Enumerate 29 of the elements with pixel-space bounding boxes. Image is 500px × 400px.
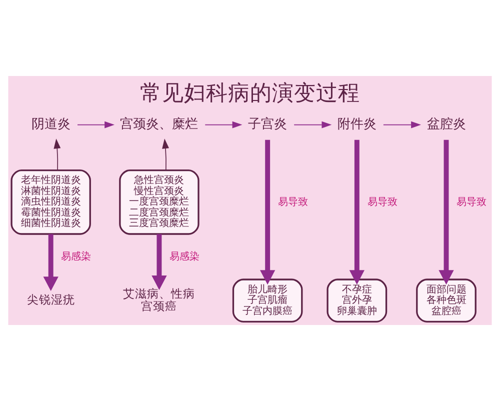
arrow xyxy=(162,138,169,170)
node-text: 盆腔炎 xyxy=(426,116,466,132)
arrow xyxy=(77,120,114,128)
node-text: 阴道炎 xyxy=(31,116,70,132)
arrow xyxy=(43,234,58,291)
edge-label: 易导致 xyxy=(367,196,398,208)
node-box: 胎儿畸形 子宫肌瘤 子宫内膜癌 xyxy=(232,278,303,322)
node-text: 尖锐湿疣 xyxy=(26,292,75,306)
node-box: 急性宫颈炎 慢性宫颈炎 一度宫颈糜烂 二度宫颈糜烂 三度宫颈糜烂 xyxy=(119,168,200,234)
node-text: 宫颈炎、糜烂 xyxy=(120,116,198,132)
arrow xyxy=(349,139,364,284)
arrow xyxy=(54,138,61,170)
node-box: 老年性阴道炎 淋菌性阴道炎 滴虫性阴道炎 霉菌性阴道炎 细菌性阴道炎 xyxy=(10,168,91,234)
edge-label: 易感染 xyxy=(170,251,200,262)
arrow xyxy=(204,120,242,128)
arrow xyxy=(260,139,276,284)
edge-label: 易感染 xyxy=(61,251,92,262)
node-text: 艾滋病、性病 宫颈癌 xyxy=(123,286,196,312)
node-text: 子宫炎 xyxy=(248,116,288,132)
arrow xyxy=(294,120,332,128)
edge-label: 易导致 xyxy=(456,196,487,208)
node-box: 面部问题 各种色斑 盆腔癌 xyxy=(416,278,476,322)
edge-label: 易导致 xyxy=(278,196,308,208)
arrow xyxy=(383,120,421,128)
arrow xyxy=(438,139,454,284)
diagram-title: 常见妇科病的演变过程 xyxy=(140,80,360,106)
node-box: 不孕症 宫外孕 卵巢囊肿 xyxy=(326,278,388,322)
node-text: 附件炎 xyxy=(337,116,376,132)
arrow xyxy=(152,234,167,290)
